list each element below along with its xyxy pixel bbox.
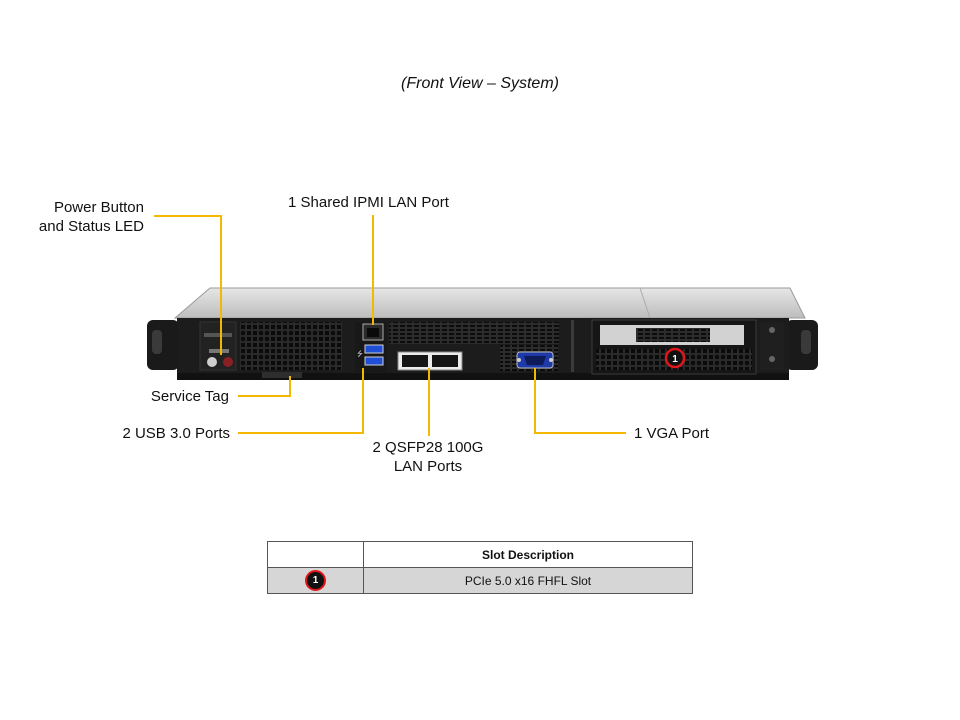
label-ipmi-port: 1 Shared IPMI LAN Port xyxy=(288,194,449,211)
callout-ipmi-v xyxy=(372,215,374,325)
callout-service-v xyxy=(289,376,291,397)
left-rack-ear xyxy=(147,320,179,370)
callout-usb-h xyxy=(238,432,364,434)
table-header-slot-description: Slot Description xyxy=(363,541,693,568)
callout-service-h xyxy=(238,395,291,397)
table-cell-description: PCIe 5.0 x16 FHFL Slot xyxy=(363,567,693,594)
label-usb-ports: 2 USB 3.0 Ports xyxy=(122,425,230,442)
label-power-button: Power Button and Status LED xyxy=(38,199,144,235)
status-led-icon xyxy=(223,357,233,367)
qsfp-ports xyxy=(397,351,463,371)
control-panel xyxy=(199,321,237,371)
slot-description-table: Slot Description 1 PCIe 5.0 x16 FHFL Slo… xyxy=(267,541,693,594)
usb-port-icon xyxy=(364,344,384,354)
power-button-icon xyxy=(207,357,217,367)
slot-marker-badge: 1 xyxy=(305,570,326,591)
callout-power-v xyxy=(220,215,222,355)
figure-caption: (Front View – System) xyxy=(401,75,559,92)
right-rack-ear xyxy=(786,320,818,370)
table-row: 1 PCIe 5.0 x16 FHFL Slot xyxy=(267,567,693,594)
slot-marker-1: 1 xyxy=(664,347,686,369)
svg-text:⭍: ⭍ xyxy=(357,350,363,358)
callout-vga-h xyxy=(534,432,626,434)
slot-marker-number: 1 xyxy=(672,354,678,365)
usb-port-icon xyxy=(364,356,384,366)
io-area: ⭍ xyxy=(355,322,387,372)
table-header-blank xyxy=(267,541,364,568)
callout-power-h xyxy=(154,215,222,217)
service-tag xyxy=(262,372,302,378)
vga-port-icon xyxy=(516,351,554,369)
left-vent xyxy=(240,322,342,370)
table-cell-marker: 1 xyxy=(267,567,364,594)
label-qsfp-ports: 2 QSFP28 100G LAN Ports xyxy=(372,439,484,475)
callout-usb-v xyxy=(362,368,364,434)
table-header-row: Slot Description xyxy=(267,541,693,568)
callout-vga-v xyxy=(534,368,536,434)
chassis-top xyxy=(173,287,806,319)
label-vga-port: 1 VGA Port xyxy=(634,425,710,442)
middle-vent xyxy=(389,322,559,344)
label-service-tag: Service Tag xyxy=(150,388,229,405)
callout-qsfp-v xyxy=(428,368,430,436)
